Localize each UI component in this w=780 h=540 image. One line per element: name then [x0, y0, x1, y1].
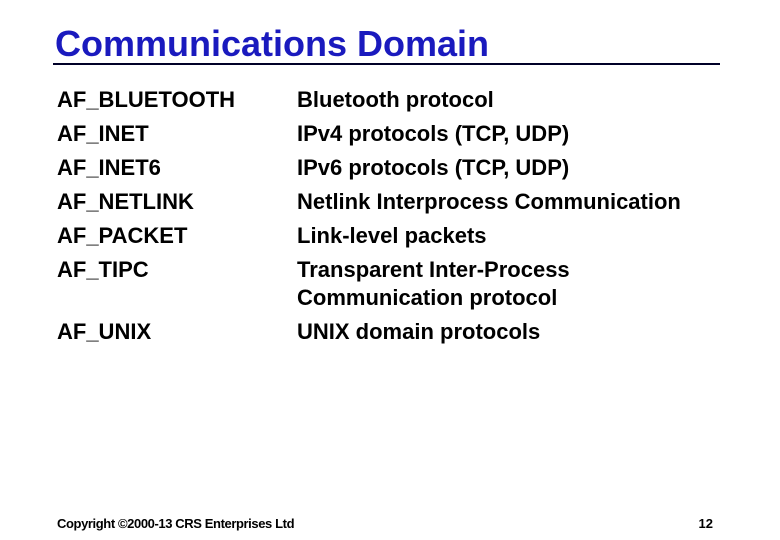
domain-description: IPv4 protocols (TCP, UDP)	[297, 121, 570, 146]
title-underline	[53, 63, 720, 65]
page-number: 12	[698, 516, 713, 531]
table-row: AF_TIPC Transparent Inter-Process Commun…	[57, 256, 737, 312]
domain-description: Link-level packets	[297, 223, 487, 248]
table-row: AF_BLUETOOTH Bluetooth protocol	[57, 86, 737, 114]
domain-constant: AF_UNIX	[57, 319, 152, 344]
domain-description: UNIX domain protocols	[297, 319, 541, 344]
domain-constant: AF_INET	[57, 121, 149, 146]
table-row: AF_INET6 IPv6 protocols (TCP, UDP)	[57, 154, 737, 182]
copyright-text: Copyright ©2000-13 CRS Enterprises Ltd	[57, 516, 295, 531]
table-row: AF_NETLINK Netlink Interprocess Communic…	[57, 188, 737, 216]
table-row: AF_INET IPv4 protocols (TCP, UDP)	[57, 120, 737, 148]
domain-description: Bluetooth protocol	[297, 87, 494, 112]
table-row: AF_UNIX UNIX domain protocols	[57, 318, 737, 346]
domain-description: IPv6 protocols (TCP, UDP)	[297, 155, 570, 180]
domain-description: Netlink Interprocess Communication	[297, 189, 681, 214]
domain-description: Transparent Inter-Process Communication …	[297, 257, 570, 310]
domain-table: AF_BLUETOOTH Bluetooth protocol AF_INET …	[57, 86, 737, 352]
domain-constant: AF_INET6	[57, 155, 161, 180]
domain-constant: AF_TIPC	[57, 257, 149, 282]
page-title: Communications Domain	[55, 23, 490, 64]
domain-constant: AF_BLUETOOTH	[57, 87, 236, 112]
domain-constant: AF_NETLINK	[57, 189, 194, 214]
domain-constant: AF_PACKET	[57, 223, 188, 248]
table-row: AF_PACKET Link-level packets	[57, 222, 737, 250]
